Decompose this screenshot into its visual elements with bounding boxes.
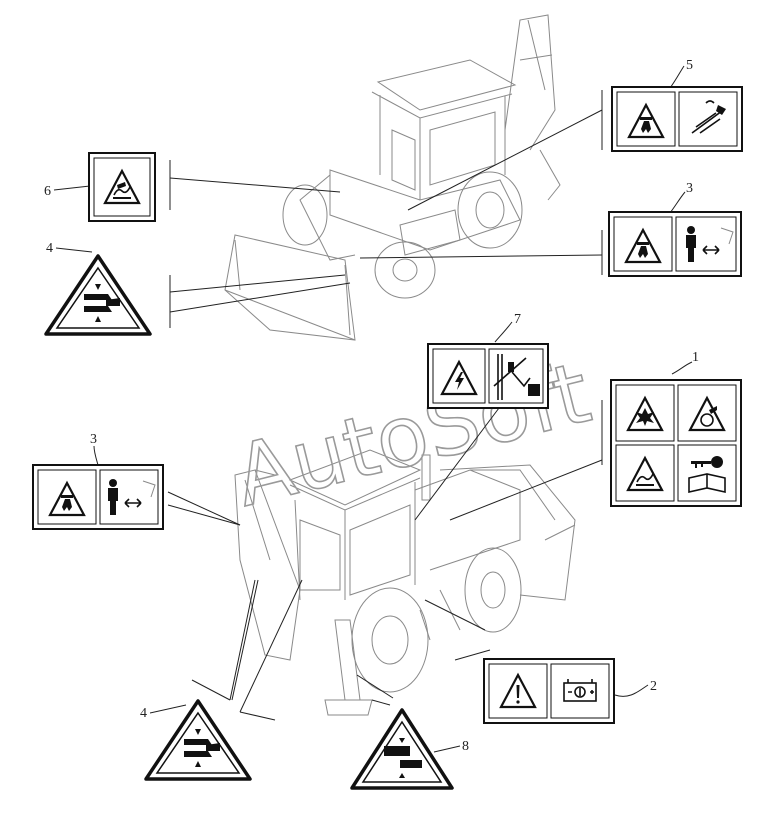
warning-entanglement-icon <box>688 396 726 432</box>
keep-distance-person-icon <box>108 479 156 515</box>
overhead-line-icon <box>493 354 540 400</box>
decal-6 <box>88 152 156 222</box>
battery-icon <box>563 679 597 702</box>
keep-distance-person-icon <box>686 226 734 262</box>
warning-hot-surface-icon <box>626 456 664 492</box>
crush-hands-icon <box>44 254 152 336</box>
lift-point-icon <box>691 100 726 134</box>
decal-4-bottom <box>144 699 252 781</box>
decal-5 <box>611 86 743 152</box>
crush-stabilizer-icon <box>350 708 454 790</box>
key-manual-icon <box>688 456 726 493</box>
machine-top-view <box>224 14 561 341</box>
callout-8: 8 <box>462 739 469 754</box>
callout-1: 1 <box>692 350 699 365</box>
callout-numbers: 1 2 3 3 4 4 5 6 7 8 <box>44 58 699 754</box>
decal-3-top <box>608 211 742 277</box>
machine-front-view <box>234 449 576 716</box>
warning-falling-icon <box>48 481 86 517</box>
decal-8 <box>350 708 454 790</box>
decal-2 <box>483 658 615 724</box>
leader-lines <box>167 90 603 721</box>
warning-falling-icon <box>624 228 662 264</box>
warning-explosion-icon <box>626 396 664 432</box>
decal-1 <box>610 379 742 507</box>
warning-falling-icon <box>627 103 665 139</box>
callout-2: 2 <box>650 679 657 694</box>
callout-3-bottom: 3 <box>90 432 97 447</box>
hot-surface-icon <box>103 169 141 205</box>
decal-7 <box>427 343 549 409</box>
callout-5: 5 <box>686 58 693 73</box>
crush-hands-icon <box>144 699 252 781</box>
decal-3-bottom <box>32 464 164 530</box>
callout-3-top: 3 <box>686 181 693 196</box>
warning-exclamation-icon <box>499 672 537 709</box>
decal-4-top <box>44 254 152 336</box>
callout-6: 6 <box>44 184 51 199</box>
callout-4-bottom: 4 <box>140 706 147 721</box>
callout-4-top: 4 <box>46 241 53 256</box>
electrocution-icon <box>440 360 478 396</box>
callout-7: 7 <box>514 312 521 327</box>
